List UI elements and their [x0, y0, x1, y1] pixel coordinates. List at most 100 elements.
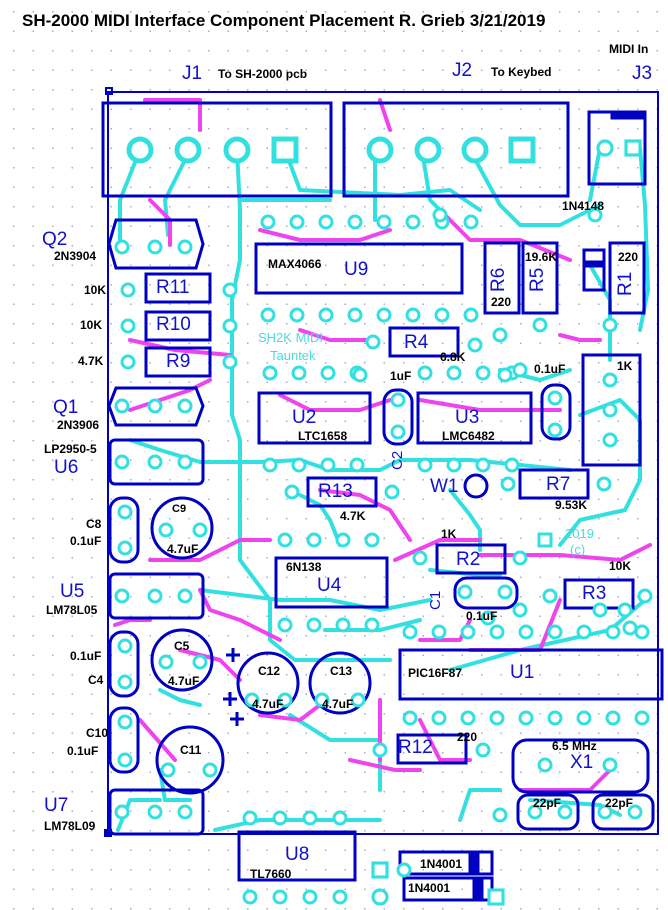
pad — [463, 214, 479, 230]
pad — [512, 602, 528, 618]
page-title: SH-2000 MIDI Interface Component Placeme… — [22, 11, 546, 30]
c2-ref: C2 — [389, 450, 406, 470]
pad — [602, 402, 618, 418]
pad — [306, 617, 322, 633]
j2-note: To Keybed — [491, 65, 552, 79]
u1-part: PIC16F87 — [408, 666, 463, 680]
c13-value: 4.7uF — [322, 697, 354, 711]
pad — [446, 457, 462, 473]
pad — [177, 804, 193, 820]
pad — [318, 214, 334, 230]
r1-value: 220 — [618, 250, 639, 264]
r10-ref: R10 — [156, 314, 191, 335]
pad — [174, 136, 202, 164]
x1-ref: X1 — [570, 752, 594, 773]
r6-ref: R6 — [488, 267, 509, 292]
c1-value: 0.1uF — [466, 609, 498, 623]
pad — [500, 476, 516, 492]
pads — [114, 136, 653, 906]
pad — [376, 214, 392, 230]
pad — [158, 522, 174, 538]
pad — [405, 307, 421, 323]
w1-ref: W1 — [430, 476, 459, 497]
pad — [634, 624, 650, 640]
j1-note: To SH-2000 pcb — [218, 67, 308, 81]
pad — [277, 617, 293, 633]
pad — [602, 432, 618, 448]
pad — [364, 617, 380, 633]
pad — [431, 710, 447, 726]
pad — [402, 624, 418, 640]
u1-ref: U1 — [510, 662, 535, 683]
pad — [117, 714, 133, 730]
r4-value: 6.8K — [440, 350, 466, 364]
pad — [260, 214, 276, 230]
pad — [242, 810, 258, 826]
q1-ref: Q1 — [53, 397, 79, 418]
q2-part: 2N3904 — [54, 249, 97, 263]
j2-ref: J2 — [452, 60, 473, 81]
pad — [605, 710, 621, 726]
pad — [114, 454, 130, 470]
c6-value: 22pF — [533, 796, 562, 810]
pad — [117, 540, 133, 556]
pad — [475, 742, 491, 758]
c5-value: 4.7uF — [168, 674, 200, 688]
pad — [289, 214, 305, 230]
trim-value: 1K — [617, 359, 633, 373]
u5-part: LM78L05 — [46, 603, 98, 617]
pad — [365, 334, 381, 350]
pad — [318, 307, 334, 323]
pad — [592, 602, 608, 618]
pad — [602, 757, 618, 773]
pad — [277, 692, 293, 708]
pad — [192, 522, 208, 538]
pad — [147, 588, 163, 604]
pad — [461, 136, 489, 164]
pad — [596, 139, 614, 157]
d-1n4001-a: 1N4001 — [420, 857, 463, 871]
pad — [512, 550, 528, 566]
pad — [432, 207, 448, 223]
crystal-freq: 6.5 MHz — [552, 739, 597, 753]
pad — [396, 862, 412, 878]
pad — [489, 710, 505, 726]
pad — [576, 710, 592, 726]
pad — [537, 532, 553, 548]
pad — [497, 367, 513, 383]
pad — [537, 757, 553, 773]
pad — [487, 888, 505, 906]
pad — [547, 390, 563, 406]
r5-value: 19.6K — [525, 250, 558, 264]
pad — [627, 804, 643, 820]
pad — [147, 454, 163, 470]
pad — [366, 136, 394, 164]
pad — [622, 620, 638, 636]
r12-ref: R12 — [398, 737, 433, 758]
pad — [120, 354, 136, 370]
diode-bands — [468, 110, 644, 902]
pad — [277, 532, 293, 548]
pad — [117, 638, 133, 654]
pad — [320, 457, 336, 473]
c11-ref: C11 — [180, 743, 202, 757]
pad — [512, 362, 528, 378]
pad — [527, 804, 543, 820]
pad — [177, 239, 193, 255]
r9-value: 4.7K — [78, 354, 104, 368]
silk-tauntek: Tauntek — [270, 348, 316, 363]
silk-year: 2019 — [565, 526, 594, 541]
pad — [605, 624, 621, 640]
pad — [192, 654, 208, 670]
pad — [417, 365, 433, 381]
c9-value: 4.7uF — [167, 542, 199, 556]
pad — [602, 372, 618, 388]
pad — [114, 398, 130, 414]
silk-copyright: (c) — [570, 542, 586, 557]
r11-ref: R11 — [156, 277, 190, 298]
j3-ref: J3 — [632, 63, 653, 84]
pad — [332, 889, 348, 905]
pad — [260, 307, 276, 323]
c13-ref: C13 — [330, 664, 353, 678]
pad — [457, 584, 473, 600]
